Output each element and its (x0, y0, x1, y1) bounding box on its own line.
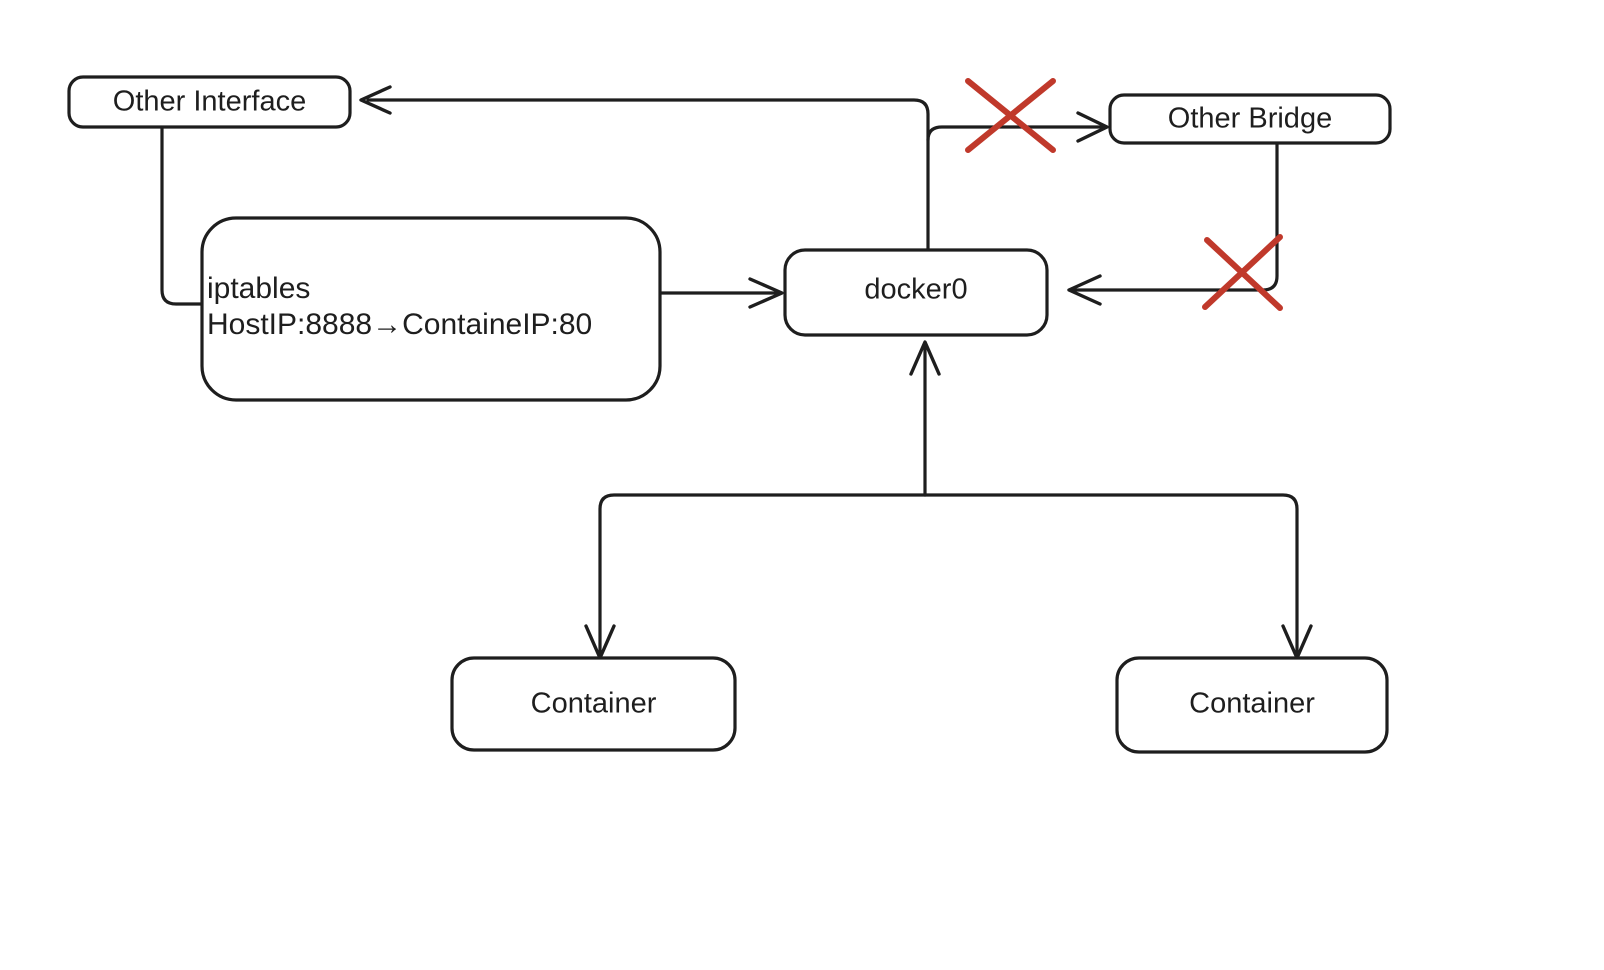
container-left-box[interactable] (450, 656, 737, 752)
edge-docker0-to-other-bridge-blocked (926, 111, 1109, 143)
other-interface-label: Other Interface (113, 86, 306, 118)
node-container-right[interactable]: Container (1115, 656, 1389, 754)
container-left-label: Container (531, 688, 657, 720)
docker0-label: docker0 (864, 274, 967, 306)
node-docker0[interactable]: docker0 (783, 248, 1049, 337)
other-bridge-box[interactable] (1108, 93, 1392, 145)
red-cross-icon-to-other-bridge (965, 78, 1056, 153)
docker0-box[interactable] (783, 248, 1049, 337)
edge-docker0-to-other-interface (359, 85, 930, 252)
other-interface-box[interactable] (67, 75, 352, 129)
iptables-rule-label: HostIP:8888→ContaineIP:80 (207, 308, 592, 341)
red-cross-icon-from-other-bridge (1202, 234, 1283, 311)
container-right-label: Container (1189, 688, 1315, 720)
container-right-box[interactable] (1115, 656, 1389, 754)
iptables-title-label: iptables (207, 272, 310, 305)
edge-iptables-to-docker0 (658, 277, 784, 309)
other-bridge-label: Other Bridge (1168, 103, 1332, 135)
edge-containers-to-docker0 (584, 340, 1313, 660)
node-iptables[interactable]: iptables HostIP:8888→ContaineIP:80 (200, 216, 662, 402)
node-other-bridge[interactable]: Other Bridge (1108, 93, 1392, 145)
node-other-interface[interactable]: Other Interface (67, 75, 352, 129)
edge-other-interface-to-iptables (160, 125, 204, 306)
node-container-left[interactable]: Container (450, 656, 737, 752)
iptables-box[interactable] (200, 216, 662, 402)
